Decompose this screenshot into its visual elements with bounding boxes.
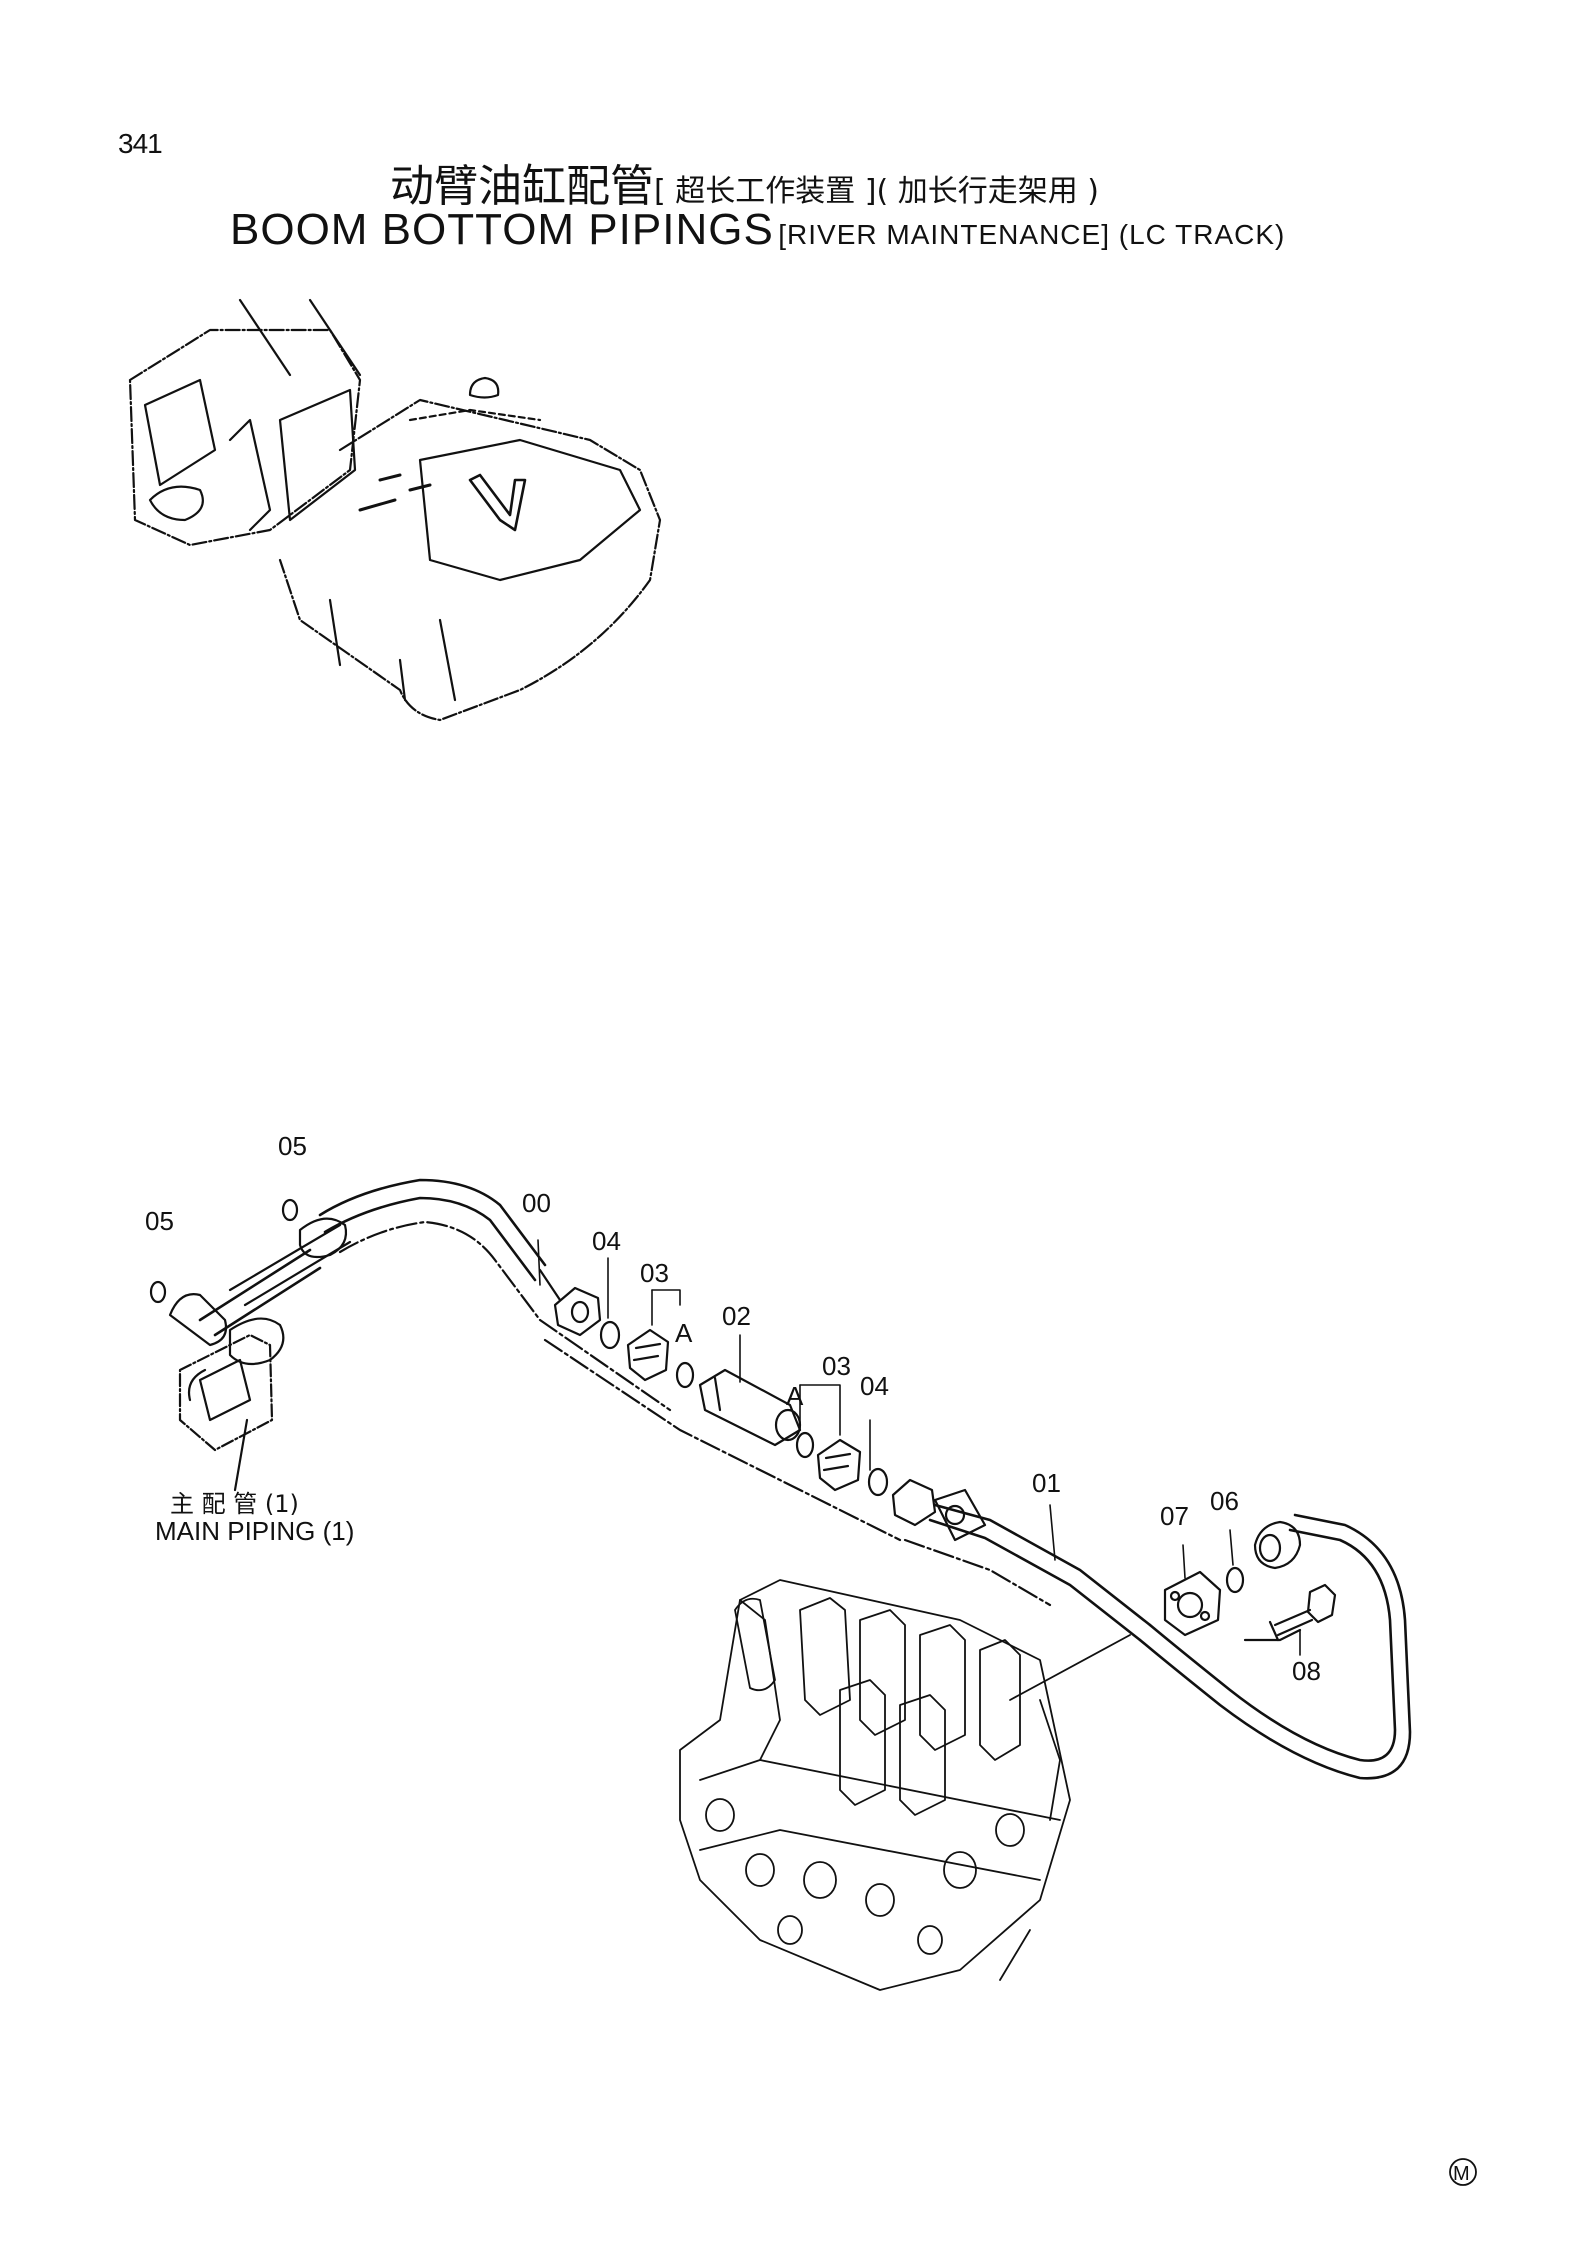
- title-chinese-main: 动臂油缸配管: [390, 161, 654, 212]
- callout-05-left: 05: [145, 1206, 174, 1236]
- callout-00: 00: [522, 1188, 551, 1218]
- callout-08: 08: [1292, 1656, 1321, 1686]
- flange-parts: [1163, 1566, 1337, 1642]
- title-english: BOOM BOTTOM PIPINGS [RIVER MAINTENANCE] …: [230, 205, 1285, 255]
- excavator-locator-illustration: [128, 298, 662, 722]
- callout-02: 02: [722, 1301, 751, 1331]
- page-number: 341: [118, 128, 163, 159]
- footer-m-mark: M: [1449, 2158, 1477, 2186]
- title-chinese-sub: [ 超长工作装置 ]( 加长行走架用 ): [654, 174, 1099, 209]
- control-valve-illustration: [679, 1579, 1131, 1991]
- fitting-chain: [599, 1320, 937, 1527]
- boom-bottom-pipe-00: [318, 1178, 902, 1542]
- callout-07: 07: [1160, 1501, 1189, 1531]
- pipe-01: [903, 1488, 1412, 1780]
- callout-05-top: 05: [278, 1131, 307, 1161]
- mark-A-left: A: [675, 1318, 693, 1348]
- callout-03-right: 03: [822, 1351, 851, 1381]
- main-piping-label-chinese: 主 配 管 (1): [170, 1490, 299, 1518]
- main-piping-assembly: [149, 1198, 352, 1492]
- title-chinese: 动臂油缸配管[ 超长工作装置 ]( 加长行走架用 ): [390, 150, 1099, 214]
- title-english-sub: [RIVER MAINTENANCE] (LC TRACK): [778, 219, 1286, 250]
- title-english-main: BOOM BOTTOM PIPINGS: [230, 205, 774, 254]
- main-piping-label-english: MAIN PIPING (1): [155, 1516, 354, 1546]
- callout-04-right: 04: [860, 1371, 889, 1401]
- callout-06: 06: [1210, 1486, 1239, 1516]
- callout-leaders: [537, 1239, 1301, 1656]
- callout-03-left: 03: [640, 1258, 669, 1288]
- callout-04-left: 04: [592, 1226, 621, 1256]
- footer-m-mark-letter: M: [1453, 2163, 1470, 2185]
- mark-A-right: A: [786, 1381, 804, 1411]
- callout-01: 01: [1032, 1468, 1061, 1498]
